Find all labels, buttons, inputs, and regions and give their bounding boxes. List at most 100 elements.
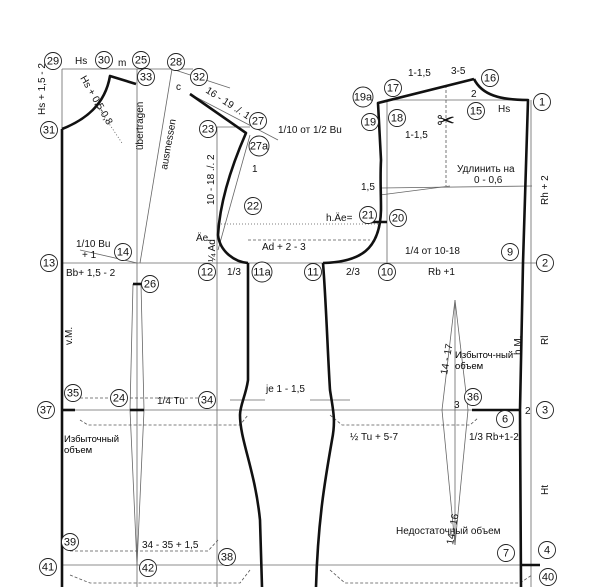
point-marker-4: 4	[538, 541, 556, 559]
point-circle	[533, 93, 551, 111]
point-circle	[384, 79, 402, 97]
point-circle	[248, 135, 270, 157]
point-marker-16: 16	[481, 69, 499, 87]
point-label: 6	[502, 414, 508, 426]
point-label: 7	[503, 548, 509, 560]
point-label: 11a	[253, 267, 271, 279]
point-circle	[167, 53, 185, 71]
point-marker-35: 35	[64, 384, 82, 402]
label-two-thirds: 2/3	[346, 267, 360, 278]
point-marker-29: 29	[44, 52, 62, 70]
label-tenth-bu: 1/10 от 1/2 Bu	[278, 125, 342, 136]
point-marker-15: 15	[467, 102, 485, 120]
point-label: 13	[43, 258, 55, 270]
point-circle	[388, 109, 406, 127]
point-circle	[40, 254, 58, 272]
point-circle	[110, 389, 128, 407]
label-dart-bottom: 14 - 16	[445, 513, 461, 546]
point-marker-38: 38	[218, 548, 236, 566]
scissors-icon: ✂	[437, 108, 455, 133]
point-circle	[95, 51, 113, 69]
label-hs: Hs	[75, 56, 87, 67]
point-marker-14: 14	[114, 243, 132, 261]
point-label: 38	[221, 552, 233, 564]
point-circle	[536, 401, 554, 419]
point-label: 23	[202, 124, 214, 136]
label-rh: Rh + 2	[540, 175, 551, 205]
label-excess-right: Избыточ-ный объем	[455, 350, 513, 372]
point-label: 17	[387, 83, 399, 95]
label-hs-back: Hs	[498, 104, 510, 115]
point-marker-27: 27	[249, 112, 267, 130]
label-rb: Rb +1	[428, 267, 455, 278]
label-ae: Äe	[196, 232, 209, 244]
label-lengthen: Удлинить на	[457, 164, 515, 175]
label-rl: Rl	[540, 336, 551, 345]
label-third: 1/3	[227, 267, 241, 278]
label-quarter-ad: ¼ Ad	[206, 239, 218, 262]
point-circle	[501, 243, 519, 261]
label-back-1-1-5: 1-1,5	[405, 130, 428, 141]
point-circle	[249, 112, 267, 130]
label-lengthen-value: 0 - 0,6	[474, 175, 503, 186]
label-bu-tenth: 1/10 Bu	[76, 239, 110, 250]
point-marker-10: 10	[378, 263, 396, 281]
point-label: 28	[170, 57, 182, 69]
point-label: 14	[117, 247, 129, 259]
label-quarter-tu: 1/4 Tu	[157, 396, 185, 407]
point-circle	[139, 559, 157, 577]
point-marker-11: 11	[304, 263, 322, 281]
point-marker-33: 33	[137, 68, 155, 86]
point-circle	[361, 113, 379, 131]
point-marker-41: 41	[39, 558, 57, 576]
point-label: 22	[247, 201, 259, 213]
point-circle	[198, 263, 216, 281]
point-circle	[378, 263, 396, 281]
point-marker-28: 28	[167, 53, 185, 71]
point-circle	[44, 52, 62, 70]
point-label: 1	[539, 97, 545, 109]
point-marker-17: 17	[384, 79, 402, 97]
point-marker-11a: 11a	[251, 261, 273, 283]
label-c: c	[176, 82, 181, 93]
point-marker-12: 12	[198, 263, 216, 281]
label-dart-top: 14 - 17	[439, 343, 455, 376]
label-je: je 1 - 1,5	[265, 384, 305, 395]
point-label: 3	[542, 405, 548, 417]
point-circle	[359, 206, 377, 224]
point-label: 27	[252, 116, 264, 128]
point-circle	[389, 209, 407, 227]
label-hs-neck-depth: Hs + 1,5 - 2	[37, 63, 48, 115]
point-circle	[114, 243, 132, 261]
point-marker-40: 40	[539, 568, 557, 586]
point-label: 42	[142, 563, 154, 575]
point-marker-3: 3	[536, 401, 554, 419]
label-ausmessen: ausmessen	[159, 118, 179, 170]
point-marker-21: 21	[359, 206, 377, 224]
point-label: 27a	[250, 141, 269, 153]
point-circle	[539, 568, 557, 586]
label-excess-left: Избыточный объем	[64, 434, 119, 456]
label-plus-one: + 1	[82, 250, 97, 261]
point-label: 11	[307, 267, 318, 279]
point-label: 26	[144, 279, 156, 291]
point-marker-9: 9	[501, 243, 519, 261]
point-marker-31: 31	[40, 121, 58, 139]
point-marker-30: 30	[95, 51, 113, 69]
point-marker-36: 36	[464, 388, 482, 406]
point-circle	[141, 275, 159, 293]
point-marker-23: 23	[199, 120, 217, 138]
point-circle	[251, 261, 273, 283]
point-circle	[304, 263, 322, 281]
point-label: 36	[467, 392, 479, 404]
label-bb: Bb+ 1,5 - 2	[66, 268, 116, 279]
point-label: 2	[542, 258, 548, 270]
point-label: 34	[201, 395, 213, 407]
point-label: 29	[47, 56, 59, 68]
label-ad: Ad + 2 - 3	[262, 242, 306, 253]
point-label: 24	[113, 393, 125, 405]
point-label: 12	[201, 267, 213, 279]
point-marker-26: 26	[141, 275, 159, 293]
point-label: 20	[392, 213, 404, 225]
